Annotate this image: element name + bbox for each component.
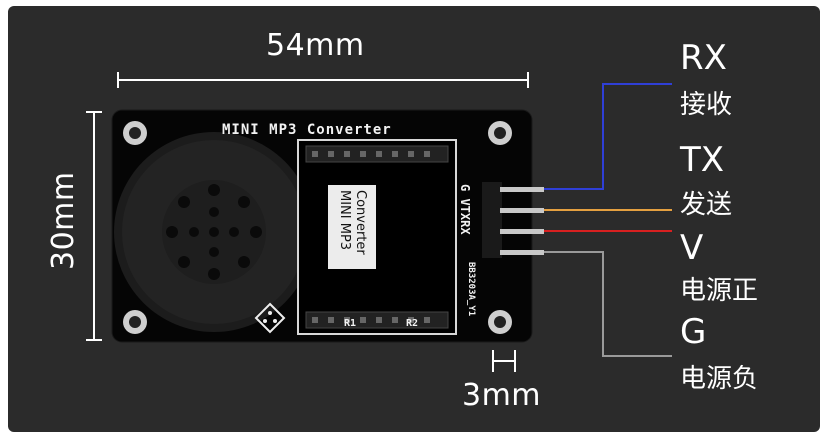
part-number: BB3203A_Y1 <box>466 262 476 317</box>
speaker-icon <box>114 132 314 332</box>
pin-spacing-label: 3mm <box>462 378 542 413</box>
pin-g-name: G <box>680 312 707 352</box>
board-title: MINI MP3 Converter <box>222 122 392 138</box>
dimension-lines <box>86 72 529 372</box>
pin-tx-name: TX <box>680 140 725 180</box>
pin-v-name: V <box>680 228 704 268</box>
pin-header <box>482 182 544 258</box>
module-sticker <box>328 185 376 269</box>
pin-g-desc: 电源负 <box>680 364 759 394</box>
pin-rx-name: RX <box>680 38 727 78</box>
wire-g <box>544 251 672 357</box>
pin-v-desc: 电源正 <box>680 276 759 306</box>
mp3-module <box>297 139 457 335</box>
pin-header-label: G VTXRX <box>458 184 472 235</box>
wire-rx <box>544 83 672 190</box>
width-dimension-label: 54mm <box>266 28 365 63</box>
mounting-holes <box>123 121 512 334</box>
resistor-1-label: R1 <box>344 318 357 329</box>
board-logo-icon <box>254 302 286 334</box>
pin-rx-desc: 接收 <box>680 90 733 120</box>
module-label-line1: MINI MP3 <box>337 190 352 251</box>
wires <box>544 83 672 357</box>
pin-tx-desc: 发送 <box>680 190 733 220</box>
module-label-line2: Converter <box>353 190 368 255</box>
height-dimension-label: 30mm <box>46 171 81 270</box>
resistor-2-label: R2 <box>406 318 419 329</box>
